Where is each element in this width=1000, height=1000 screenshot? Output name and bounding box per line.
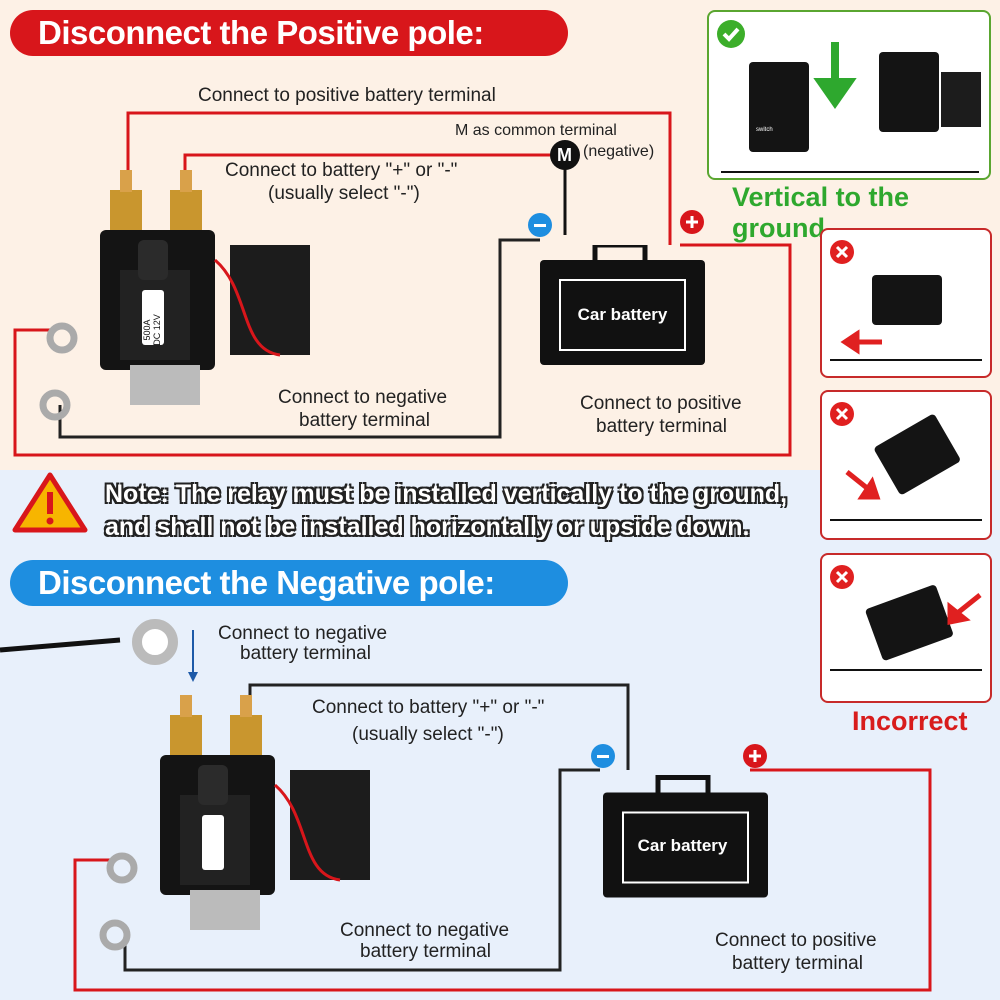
label-positive: Connect to positive: [580, 393, 742, 414]
incorrect-tilted-panel: [820, 390, 992, 540]
relay-bottom: [160, 693, 372, 932]
positive-pole-banner: Disconnect the Positive pole:: [10, 10, 568, 56]
ring-terminal: [106, 852, 138, 884]
correct-install-panel: switch: [707, 10, 991, 180]
incorrect-horizontal-panel: [820, 228, 992, 378]
correct-caption: Vertical to the ground: [732, 182, 910, 243]
label-positive-2: battery terminal: [732, 953, 863, 974]
down-left-arrow-icon: [947, 593, 982, 626]
m-terminal-icon: [550, 140, 580, 170]
label-negative: Connect to negative: [278, 387, 448, 408]
left-arrow-icon: [840, 329, 882, 355]
label-positive-top: Connect to positive battery terminal: [198, 85, 496, 106]
label-negative: Connect to negative: [340, 920, 510, 941]
relay-vertical: [749, 62, 809, 152]
label-m-common: M as common terminal: [455, 122, 617, 139]
negative-pole-banner: Disconnect the Negative pole:: [10, 560, 568, 606]
bottom-wires: [0, 630, 932, 992]
label-battery-select: Connect to battery "+" or "-": [225, 160, 458, 181]
ring-terminal: [46, 322, 78, 354]
label-negative-paren: (negative): [583, 143, 655, 160]
battery-label-bottom: Car battery: [637, 836, 728, 855]
m-symbol: M: [557, 145, 572, 165]
ring-terminal: [39, 389, 71, 421]
label-battery-select: Connect to battery "+" or "-": [312, 697, 545, 718]
label-negative-2: battery terminal: [299, 410, 430, 431]
label-negative-2: battery terminal: [360, 941, 491, 962]
ring-terminal: [132, 619, 178, 665]
relay-top: [100, 168, 312, 407]
label-negative-top-2: battery terminal: [240, 643, 371, 664]
down-right-arrow-icon: [845, 470, 881, 500]
battery-label-top: Car battery: [577, 305, 668, 324]
label-positive-2: battery terminal: [596, 416, 727, 437]
label-positive: Connect to positive: [715, 930, 877, 951]
installation-note: Note: The relay must be installed vertic…: [105, 480, 788, 541]
incorrect-caption: Incorrect: [852, 706, 968, 736]
top-wires: [13, 111, 792, 457]
switch-label: switch: [756, 127, 773, 133]
label-battery-select-note: (usually select "-"): [352, 724, 504, 745]
ring-terminal: [99, 919, 131, 951]
incorrect-upside-down-panel: [820, 553, 992, 703]
down-arrow-icon: [813, 42, 857, 109]
label-battery-select-note: (usually select "-"): [268, 183, 420, 204]
label-negative-top: Connect to negative: [218, 623, 388, 644]
